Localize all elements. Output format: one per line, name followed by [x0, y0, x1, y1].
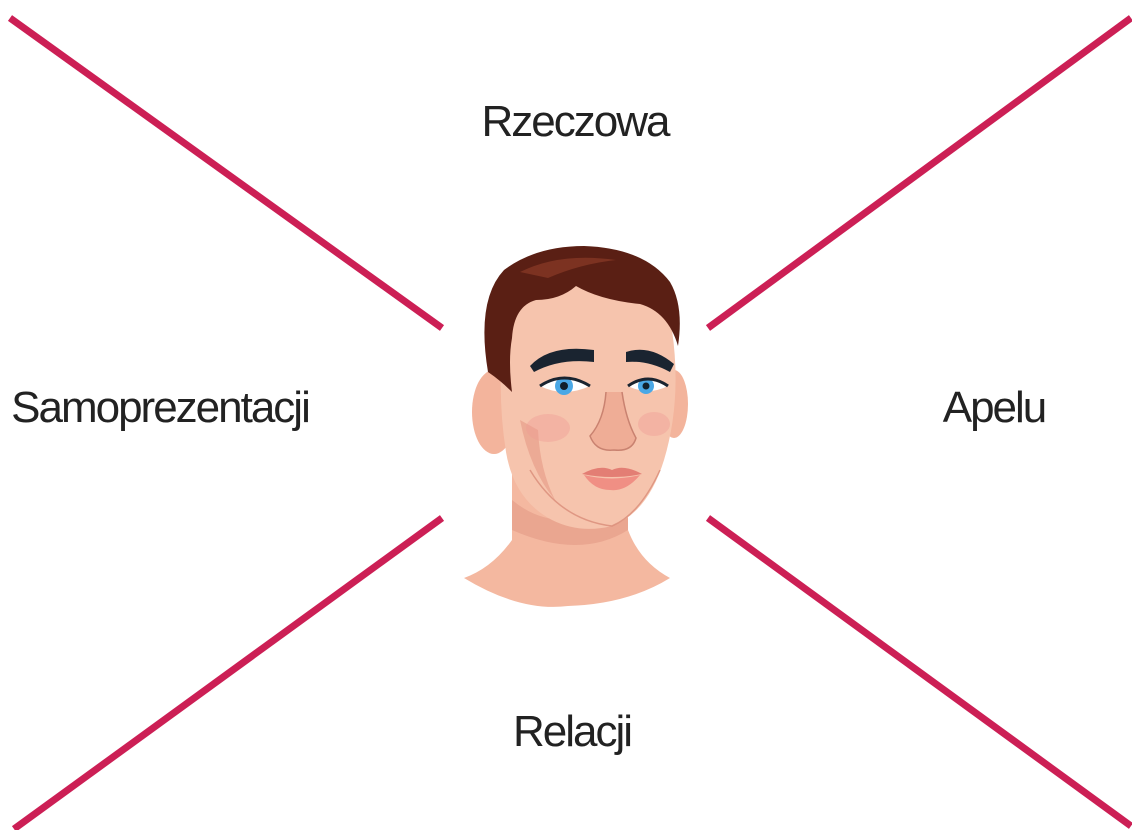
- label-bottom: Relacji: [513, 707, 631, 756]
- diagonal-line-bottom-right: [708, 518, 1131, 826]
- right-pupil: [643, 383, 650, 390]
- diagonal-line-top-left: [10, 18, 442, 328]
- label-left: Samoprezentacji: [11, 383, 309, 432]
- label-right: Apelu: [943, 383, 1046, 432]
- label-top: Rzeczowa: [482, 97, 671, 146]
- right-blush: [638, 412, 670, 436]
- face-illustration: [464, 246, 688, 607]
- left-blush: [526, 414, 570, 442]
- left-pupil: [560, 382, 568, 390]
- diagonal-line-bottom-left: [14, 518, 442, 829]
- diagonal-line-top-right: [708, 18, 1131, 328]
